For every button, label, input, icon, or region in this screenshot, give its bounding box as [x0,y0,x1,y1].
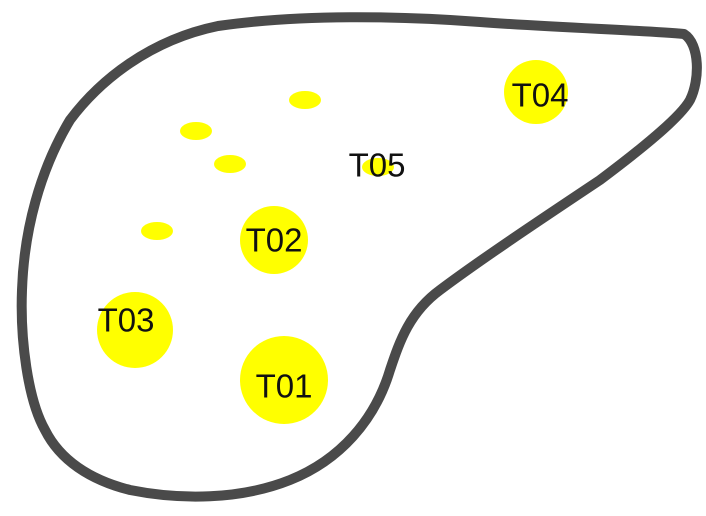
tumor-label: T03 [98,302,155,339]
tumor-t04: T04 [504,60,568,124]
small-lesion [214,155,246,173]
small-lesion [180,122,212,140]
tumor-t05: T05 [349,147,406,184]
tumor-t03: T03 [97,292,173,368]
small-lesion [141,222,173,240]
tumor-label: T05 [349,147,406,184]
tumor-t01: T01 [240,336,328,424]
tumor-label: T02 [246,222,303,259]
tumor-label: T04 [512,77,569,114]
small-lesion [289,91,321,109]
organ-outline [22,17,697,496]
tumor-t02: T02 [240,206,308,274]
tumor-label: T01 [256,368,313,405]
